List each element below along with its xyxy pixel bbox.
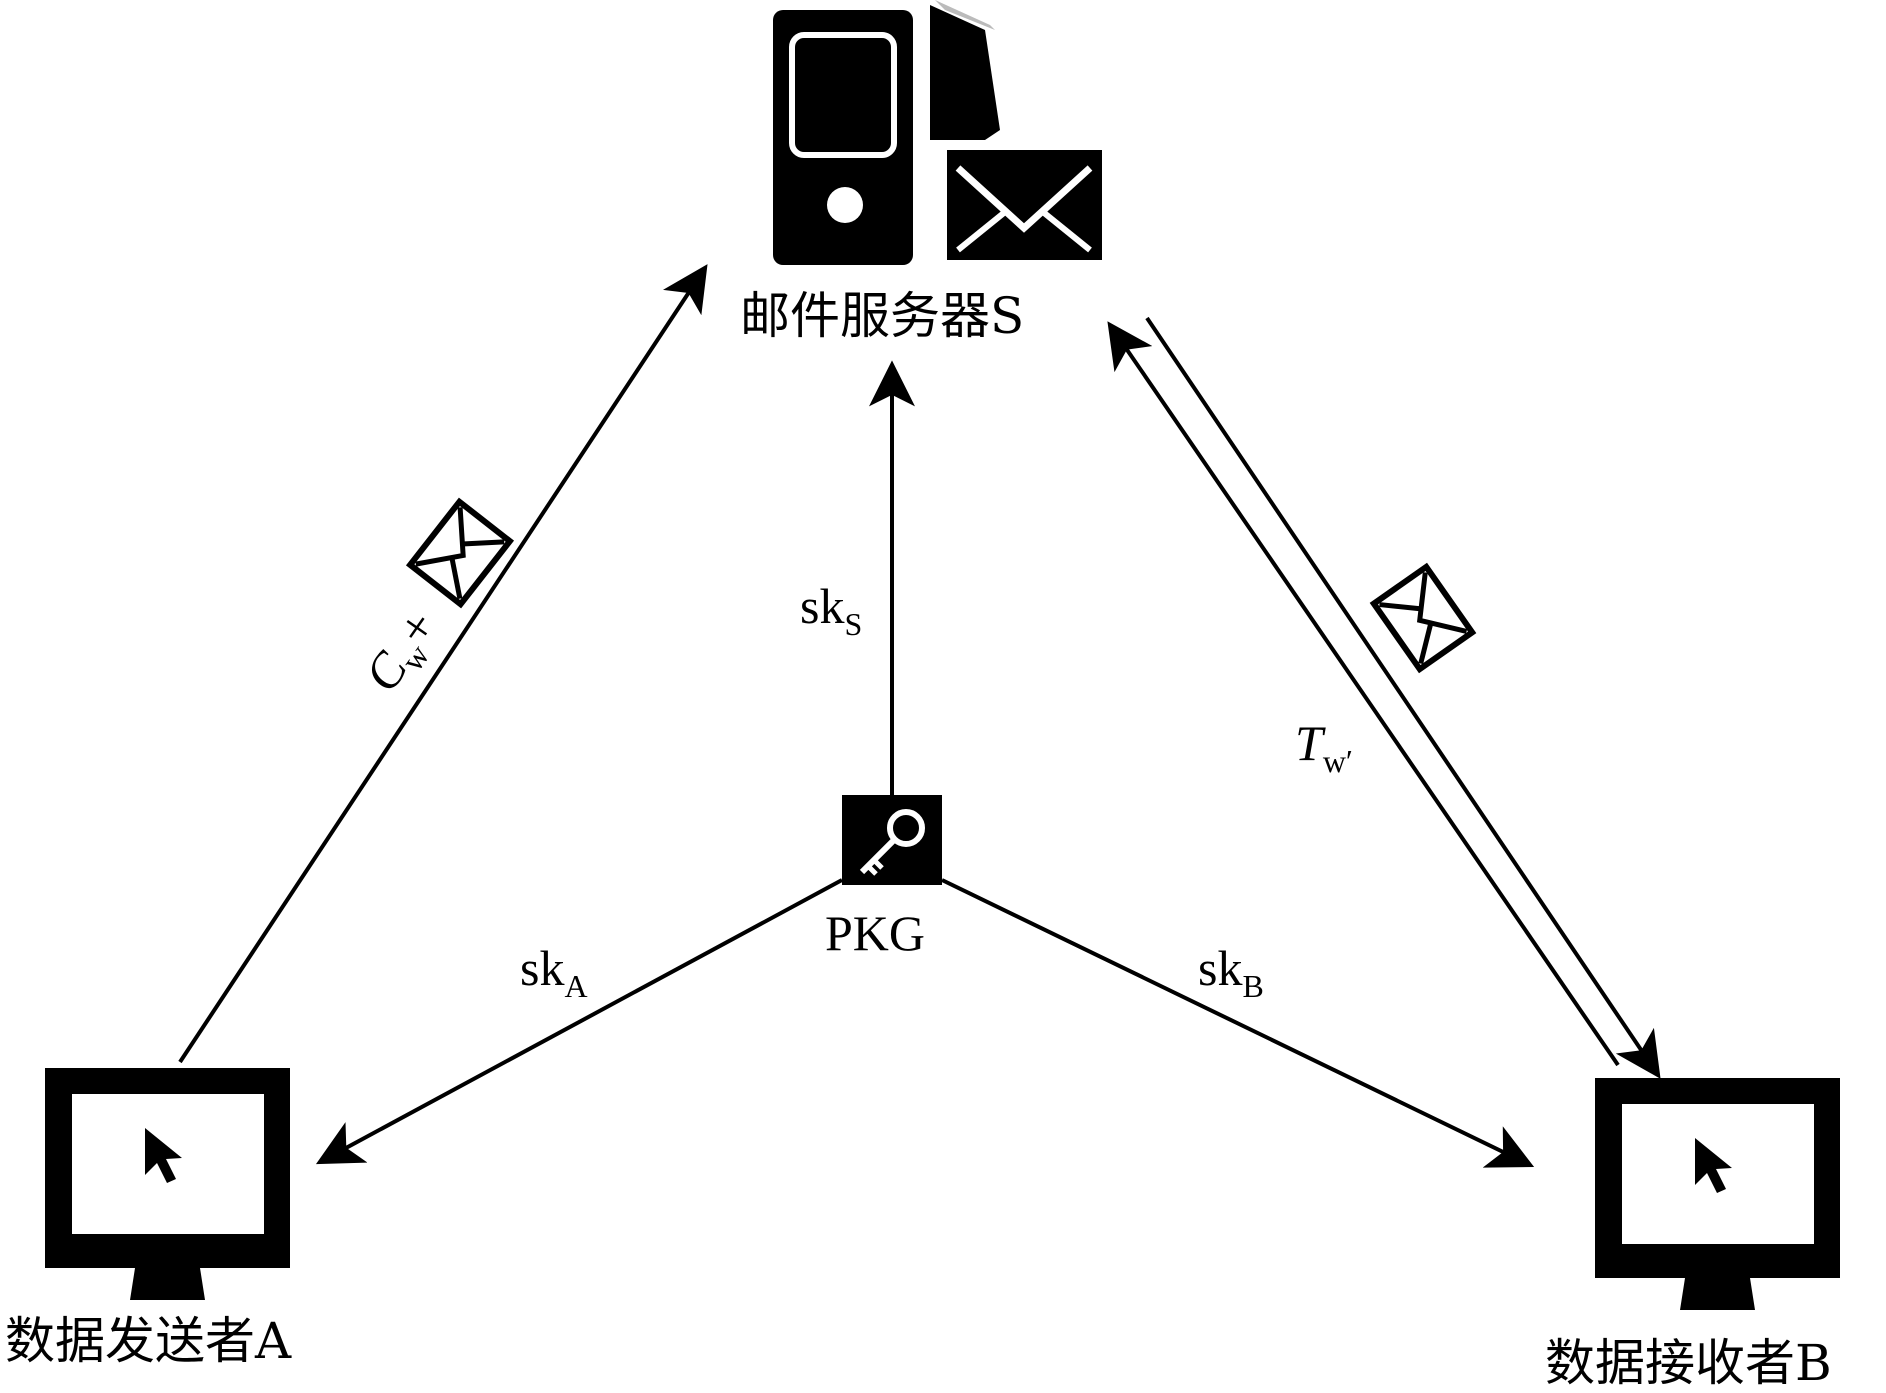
receiver-computer-icon	[1595, 1078, 1840, 1310]
receiver-to-server-arrow	[1107, 321, 1620, 1067]
sk-b-sub: B	[1242, 968, 1263, 1004]
sk-a-label: skA	[520, 940, 588, 1004]
sk-s-sub: S	[844, 606, 862, 642]
sk-a-sub: A	[564, 968, 587, 1004]
envelope-icon	[405, 497, 515, 609]
sender-label: 数据发送者A	[5, 1312, 292, 1370]
envelope-icon	[1369, 562, 1477, 674]
sk-s-label: skS	[800, 578, 862, 642]
sender-computer-icon	[45, 1068, 290, 1300]
pkg-to-sender-arrow	[315, 878, 843, 1165]
pkg-to-receiver-arrow	[941, 878, 1535, 1168]
key-icon	[842, 795, 942, 885]
c-w-label: Cw+	[353, 600, 452, 705]
t-w-sub: w′	[1323, 743, 1353, 779]
receiver-label: 数据接收者B	[1545, 1334, 1832, 1392]
sk-a-main: sk	[520, 940, 564, 996]
sender-to-server-arrow	[178, 264, 708, 1064]
server-to-receiver-arrow	[1145, 316, 1661, 1079]
sk-s-main: sk	[800, 578, 844, 634]
server-label: 邮件服务器S	[740, 287, 1024, 345]
t-w-label: Tw′	[1295, 715, 1353, 779]
pkg-label: PKG	[825, 905, 925, 961]
mail-server-icon	[773, 0, 1102, 265]
t-w-main: T	[1295, 715, 1326, 771]
sk-b-main: sk	[1198, 940, 1242, 996]
sk-b-label: skB	[1198, 940, 1264, 1004]
